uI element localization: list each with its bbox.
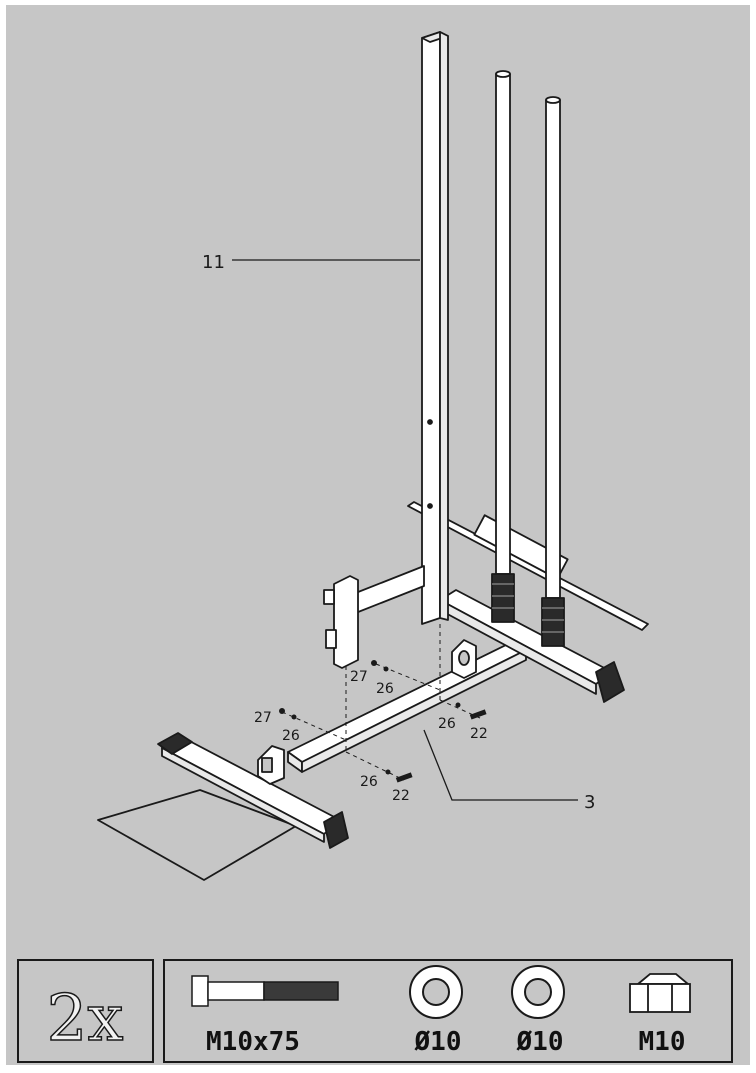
quantity-box: 2x — [17, 959, 154, 1063]
washer-icon — [511, 965, 565, 1019]
washer-marker — [385, 769, 391, 775]
arm-post — [333, 575, 359, 669]
arm-clamp — [325, 629, 337, 649]
callout-frame: 11 — [202, 252, 225, 273]
rear-end-cap — [595, 661, 625, 703]
bolt-marker — [395, 772, 413, 783]
arm-handle — [323, 589, 335, 605]
diagram-background — [6, 5, 750, 1065]
nut-marker — [371, 660, 377, 666]
callout-bolt-a: 22 — [470, 726, 488, 742]
peg-spring-right — [541, 597, 565, 647]
callout-washer-d: 26 — [360, 774, 378, 790]
callout-nut-b: 27 — [254, 710, 272, 726]
callout-nut-a: 27 — [350, 669, 368, 685]
front-end-cap-right — [323, 811, 349, 849]
part-label-bolt: M10x75 — [206, 1027, 300, 1057]
washer-icon — [409, 965, 463, 1019]
part-label-washer-2: Ø10 — [516, 1027, 564, 1057]
callout-washer-a: 26 — [376, 681, 394, 697]
leader-lines — [232, 259, 578, 801]
horn-bar — [407, 501, 649, 631]
callout-base: 3 — [584, 792, 595, 813]
upright-post — [421, 31, 441, 625]
nut-icon — [629, 973, 691, 1013]
part-label-washer-1: Ø10 — [414, 1027, 462, 1057]
nut-marker — [279, 708, 285, 714]
storage-peg-left — [495, 73, 511, 575]
exploded-view — [97, 31, 649, 881]
washer-marker — [455, 702, 461, 708]
callout-washer-b: 26 — [282, 728, 300, 744]
washer-marker — [291, 714, 297, 720]
bolt-marker — [469, 709, 487, 720]
callout-washer-c: 26 — [438, 716, 456, 732]
callout-bolt-b: 22 — [392, 788, 410, 804]
parts-box: M10x75 Ø10 Ø10 M10 — [163, 959, 733, 1063]
bolt-icon — [191, 975, 339, 1007]
storage-peg-right — [545, 99, 561, 599]
peg-spring-left — [491, 573, 515, 623]
front-end-cap-left — [157, 732, 193, 755]
part-label-nut: M10 — [639, 1027, 686, 1057]
washer-marker — [383, 666, 389, 672]
hardware-markers — [279, 660, 487, 783]
quantity-label: 2x — [47, 982, 124, 1056]
